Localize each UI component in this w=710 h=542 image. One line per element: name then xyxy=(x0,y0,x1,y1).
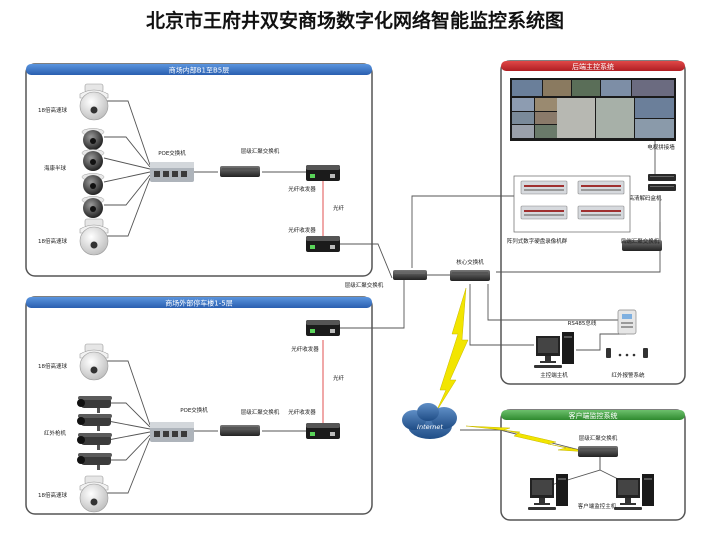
fiber-transceiver-icon xyxy=(306,320,340,336)
label-hemisphere: 海康半球 xyxy=(44,164,67,172)
fiber-transceiver-icon xyxy=(306,165,340,181)
label-transceiver-4: 光纤收发器 xyxy=(288,408,316,416)
hd-decoder-icon xyxy=(648,174,676,191)
label-aggregation-switch: 层级汇聚交换机 xyxy=(345,281,384,289)
page-title: 北京市王府井双安商场数字化网络智能监控系统图 xyxy=(146,9,564,32)
label-core-switch: 核心交换机 xyxy=(456,258,484,266)
label-client-agg-switch: 层级汇聚交换机 xyxy=(579,434,618,442)
panel-header-backend: 后端主控系统 xyxy=(572,62,614,71)
label-backend-agg-switch: 后端汇聚交换机 xyxy=(621,237,660,245)
label-speed-dome-top: 18倍高速球 xyxy=(38,106,67,114)
floor-switch-icon xyxy=(220,425,260,436)
fiber-transceiver-icon xyxy=(306,236,340,252)
internet-cloud-icon xyxy=(402,403,457,439)
label-rs485-bus: RS485总线 xyxy=(568,319,597,327)
floor-switch-icon xyxy=(220,166,260,177)
panel-header-mall-interior: 商场内部B1至B5层 xyxy=(169,66,230,75)
ir-sensor-icons xyxy=(606,348,648,358)
fiber-transceiver-icon xyxy=(306,423,340,439)
client-pc-icon xyxy=(528,474,568,510)
panel-mall-interior: 商场内部B1至B5层 xyxy=(25,63,373,277)
label-floor-switch: 层级汇聚交换机 xyxy=(241,147,280,155)
label-client-host: 客户端监控主机 xyxy=(578,502,617,510)
label-ir-alarm: 红外报警系统 xyxy=(611,371,645,379)
wireless-link-icon xyxy=(435,287,469,413)
panel-header-client: 客户端监控系统 xyxy=(569,411,618,420)
label-floor-switch-parking: 层级汇聚交换机 xyxy=(241,408,280,416)
client-pc-icon xyxy=(614,474,654,510)
label-internet: Internet xyxy=(417,423,443,431)
disk-array-icon xyxy=(513,175,631,233)
alarm-controller-icon xyxy=(617,309,637,335)
tv-wall-icon xyxy=(510,78,676,141)
label-fiber-2: 光纤 xyxy=(333,374,345,382)
panel-header-parking: 商场外部停车楼1-5层 xyxy=(165,299,232,308)
label-tv-wall: 电视拼接墙 xyxy=(647,143,675,151)
label-transceiver-3: 光纤收发器 xyxy=(291,345,319,353)
label-poe-switch-parking: POE交换机 xyxy=(180,406,208,414)
label-speed-dome-parking-top: 18倍高速球 xyxy=(38,362,67,370)
label-speed-dome-bottom: 18倍高速球 xyxy=(38,237,67,245)
core-switch-icon xyxy=(450,270,490,281)
label-transceiver-2: 光纤收发器 xyxy=(288,226,316,234)
aggregation-switch-icon xyxy=(393,270,427,280)
main-host-pc-icon xyxy=(534,332,574,368)
poe-switch-icon xyxy=(150,162,194,182)
label-main-host: 主控端主机 xyxy=(540,371,568,379)
label-infrared-gun: 红外枪机 xyxy=(44,429,67,437)
poe-switch-icon xyxy=(150,422,194,442)
client-agg-switch-icon xyxy=(578,446,618,457)
label-transceiver-1: 光纤收发器 xyxy=(288,185,316,193)
label-poe-switch: POE交换机 xyxy=(158,149,186,157)
label-hd-decoder: 高清解码盒机 xyxy=(628,194,662,202)
label-disk-array: 阵列式数字硬盘录像机群 xyxy=(507,237,568,245)
label-speed-dome-parking-bottom: 18倍高速球 xyxy=(38,491,67,499)
label-fiber-1: 光纤 xyxy=(333,204,345,212)
